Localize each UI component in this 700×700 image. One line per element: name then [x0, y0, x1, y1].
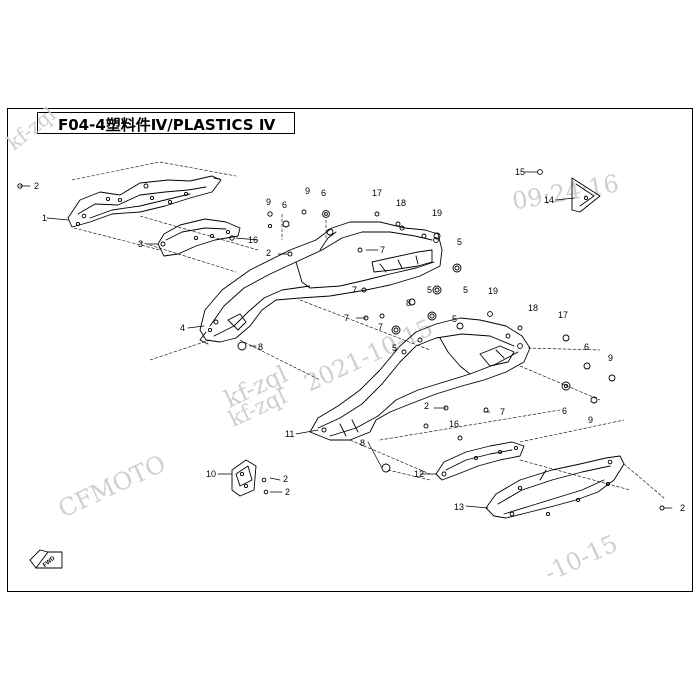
callout-9-d: 9: [588, 415, 593, 425]
callout-6-c: 6: [584, 342, 589, 352]
callout-5-d: 5: [452, 314, 457, 324]
callout-9-a: 9: [266, 197, 271, 207]
callout-6-b: 6: [321, 188, 326, 198]
callout-16-b: 16: [449, 419, 459, 429]
callout-6-a: 6: [282, 200, 287, 210]
callout-2-c: 2: [424, 401, 429, 411]
fasteners: [17, 169, 665, 511]
callout-9-b: 9: [305, 186, 310, 196]
callout-11: 11: [285, 429, 294, 439]
callout-17-a: 17: [372, 188, 382, 198]
callout-2-e: 2: [285, 487, 290, 497]
callout-14: 14: [544, 195, 554, 205]
callout-8-c: 8: [360, 438, 365, 448]
callout-18-a: 18: [396, 198, 406, 208]
callout-18-b: 18: [528, 303, 538, 313]
callout-8-b: 8: [258, 342, 263, 352]
callout-16-a: 16: [248, 235, 258, 245]
callout-5-a: 5: [457, 237, 462, 247]
callout-4: 4: [180, 323, 185, 333]
part-13-right-lower-cover: [485, 455, 625, 519]
callout-1: 1: [42, 213, 47, 223]
callout-15: 15: [515, 167, 525, 177]
construction-lines: [71, 161, 665, 499]
leader-lines: [19, 171, 673, 509]
callout-10: 10: [206, 469, 216, 479]
callout-9-c: 9: [608, 353, 613, 363]
part-1-front-upper-cover: [67, 175, 222, 228]
title-box: [37, 112, 295, 134]
fwd-arrow-icon: FWD: [29, 549, 63, 569]
callout-7-d: 7: [344, 313, 349, 323]
part-10-bracket: [231, 459, 257, 497]
part-3-front-lower-piece: [157, 218, 241, 257]
callout-17-b: 17: [558, 310, 568, 320]
callout-7-e: 7: [500, 407, 505, 417]
part-12-right-lower-trim: [435, 441, 525, 481]
callout-2-a: 2: [34, 181, 39, 191]
callout-13: 13: [454, 502, 464, 512]
part-11-right-side-panel: [309, 317, 531, 441]
callout-5-c: 5: [463, 285, 468, 295]
callout-6-d: 6: [562, 406, 567, 416]
callout-12: 12: [414, 469, 424, 479]
callout-2-f: 2: [680, 503, 685, 513]
callout-7-a: 7: [380, 245, 385, 255]
part-4-left-side-panel: [199, 221, 443, 345]
callout-labels: 1 2 3 16 2 9 6 9 6 17 18 19 7 5 5 5 5 5 …: [34, 167, 685, 513]
callout-19-a: 19: [432, 208, 442, 218]
callout-3: 3: [138, 239, 143, 249]
callout-2-d: 2: [283, 474, 288, 484]
part-14-triangle-trim: [571, 177, 601, 213]
callout-7-b: 7: [352, 285, 357, 295]
callout-5-e: 5: [392, 343, 397, 353]
callout-19-b: 19: [488, 286, 498, 296]
callout-5-b: 5: [427, 285, 432, 295]
callout-7-c: 7: [378, 322, 383, 332]
callout-2-b: 2: [266, 248, 271, 258]
diagram-title: F04-4塑料件Ⅳ/PLASTICS Ⅳ: [58, 116, 276, 134]
diagram-frame: [7, 108, 693, 592]
callout-8-a: 8: [406, 298, 411, 308]
